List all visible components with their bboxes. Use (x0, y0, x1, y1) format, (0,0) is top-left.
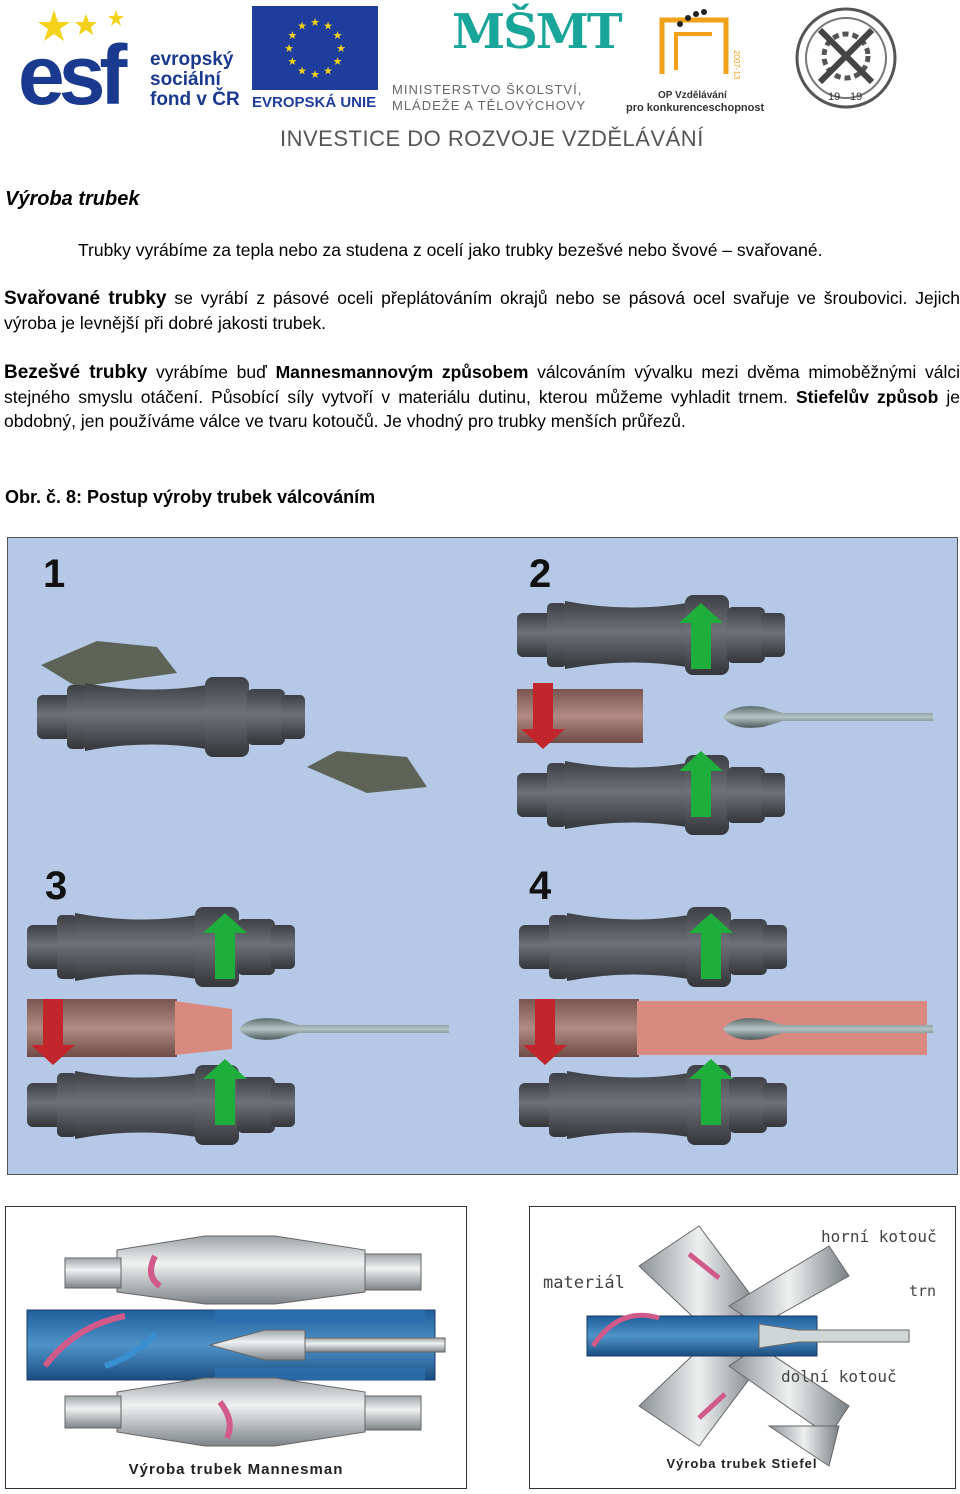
term-welded-pipes: Svařované trubky (4, 288, 167, 309)
label-mandrel: trn (909, 1282, 936, 1300)
eu-star-icon: ★ (336, 43, 346, 55)
op-line2: pro konkurenceschopnost (626, 102, 765, 114)
figure-caption: Obr. č. 8: Postup výroby trubek válcován… (5, 487, 376, 507)
document-title: Výroba trubek (5, 188, 140, 210)
eu-star-icon: ★ (310, 17, 320, 29)
paragraph-intro: Trubky vyrábíme za tepla nebo za studena… (78, 240, 823, 260)
paragraph-text: válcováním vývalku mezi dvěma mimoběžným… (4, 362, 960, 407)
paragraph-welded: Svařované trubky se vyrábí z pásové ocel… (4, 286, 960, 335)
eu-star-icon: ★ (284, 43, 294, 55)
eu-star-icon: ★ (297, 20, 307, 32)
figure-background (6, 536, 959, 1176)
mannesman-illustration: Výroba trubek Mannesman (4, 1205, 468, 1490)
op-year-mark: 2007-13 (732, 50, 741, 80)
esf-letters: esf (18, 28, 127, 122)
rolling-process-illustration: 1 2 3 4 (6, 536, 959, 1176)
esf-text: evropský sociální fond v ČR (150, 50, 240, 110)
tagline: INVESTICE DO ROZVOJE VZDĚLÁVÁNÍ (280, 126, 704, 151)
eu-star-icon: ★ (323, 66, 333, 78)
tube-panel-3 (175, 1001, 232, 1055)
panel-label-4: 4 (529, 864, 552, 908)
eu-star-icon: ★ (297, 66, 307, 78)
stiefel-illustration: materiál horní kotouč trn dolní kotouč V… (528, 1205, 957, 1490)
rotation-arrow-tube-icon (590, 1312, 660, 1348)
msmt-mark: MŠMT (452, 4, 623, 60)
panel-label-3: 3 (45, 864, 67, 908)
esf-text-line: fond v ČR (150, 89, 240, 110)
paragraph-text: vyrábíme buď (147, 362, 276, 382)
paragraph-text: je obdobný, jen používáme válce ve tvaru… (4, 387, 960, 431)
rotation-arrow-upper-icon (687, 1252, 721, 1280)
rotation-arrow-tube-icon (42, 1313, 126, 1368)
esf-logo: esf evropský sociální fond v ČR (18, 6, 248, 122)
term-seamless-pipes: Bezešvé trubky (4, 362, 148, 383)
figure-rolling-process: 1 2 3 4 (6, 536, 959, 1176)
mannesman-caption: Výroba trubek Mannesman (129, 1461, 344, 1478)
term-mannesmann: Mannesmannovým způsobem (275, 362, 529, 382)
panel-label-1: 1 (43, 552, 65, 596)
op-line1: OP Vzdělávání (658, 90, 727, 101)
eu-flag-icon: ★★★★★★★★★★★★ (252, 6, 378, 90)
eu-star-icon: ★ (288, 56, 298, 68)
esf-text-line: evropský (150, 49, 234, 70)
rotation-arrow-lower-icon (697, 1392, 727, 1420)
eu-star-icon: ★ (310, 69, 320, 81)
op-emblem-icon: 2007-13 (659, 9, 741, 80)
term-stiefel: Stiefelův způsob (796, 387, 939, 407)
label-lower-disc: dolní kotouč (781, 1367, 897, 1386)
eu-star-icon: ★ (288, 30, 298, 42)
paragraph-text: se vyrábí z pásové oceli přeplátováním o… (4, 288, 960, 333)
rotation-arrow-lower-icon (217, 1400, 233, 1440)
esf-stars-icon (38, 10, 124, 41)
figure-stiefel: materiál horní kotouč trn dolní kotouč V… (528, 1205, 957, 1490)
seal-year-right: 19 (850, 91, 862, 103)
eu-star-icon: ★ (323, 20, 333, 32)
eu-star-icon: ★ (333, 30, 343, 42)
figure-mannesman: Výroba trubek Mannesman (4, 1205, 468, 1490)
cone-roll-upper (41, 641, 177, 687)
eu-caption: EVROPSKÁ UNIE (252, 94, 377, 111)
cone-roll-lower (307, 751, 427, 793)
msmt-line1: MINISTERSTVO ŠKOLSTVÍ, (392, 82, 583, 97)
eu-star-icon: ★ (333, 56, 343, 68)
seal-year-left: 19 (828, 91, 840, 103)
msmt-line2: MLÁDEŽE A TĚLOVÝCHOVY (392, 98, 587, 113)
eu-logo: ★★★★★★★★★★★★ EVROPSKÁ UNIE (252, 6, 380, 116)
header-logos: esf evropský sociální fond v ČR ★★★★★★★★… (0, 0, 960, 160)
school-seal-logo: 19 19 (794, 6, 898, 110)
panel-label-2: 2 (529, 552, 551, 596)
msmt-logo: MŠMT MINISTERSTVO ŠKOLSTVÍ, MLÁDEŽE A TĚ… (392, 4, 623, 114)
label-material: materiál (543, 1273, 625, 1293)
rotation-arrow-upper-icon (148, 1254, 162, 1289)
label-upper-disc: horní kotouč (821, 1227, 937, 1246)
esf-text-line: sociální (150, 69, 221, 90)
school-seal-icon: 19 19 (795, 7, 897, 109)
op-logo: 2007-13 OP Vzdělávání pro konkurencescho… (622, 4, 772, 114)
stiefel-caption: Výroba trubek Stiefel (666, 1456, 817, 1471)
paragraph-seamless: Bezešvé trubky vyrábíme buď Mannesmannov… (4, 360, 960, 433)
